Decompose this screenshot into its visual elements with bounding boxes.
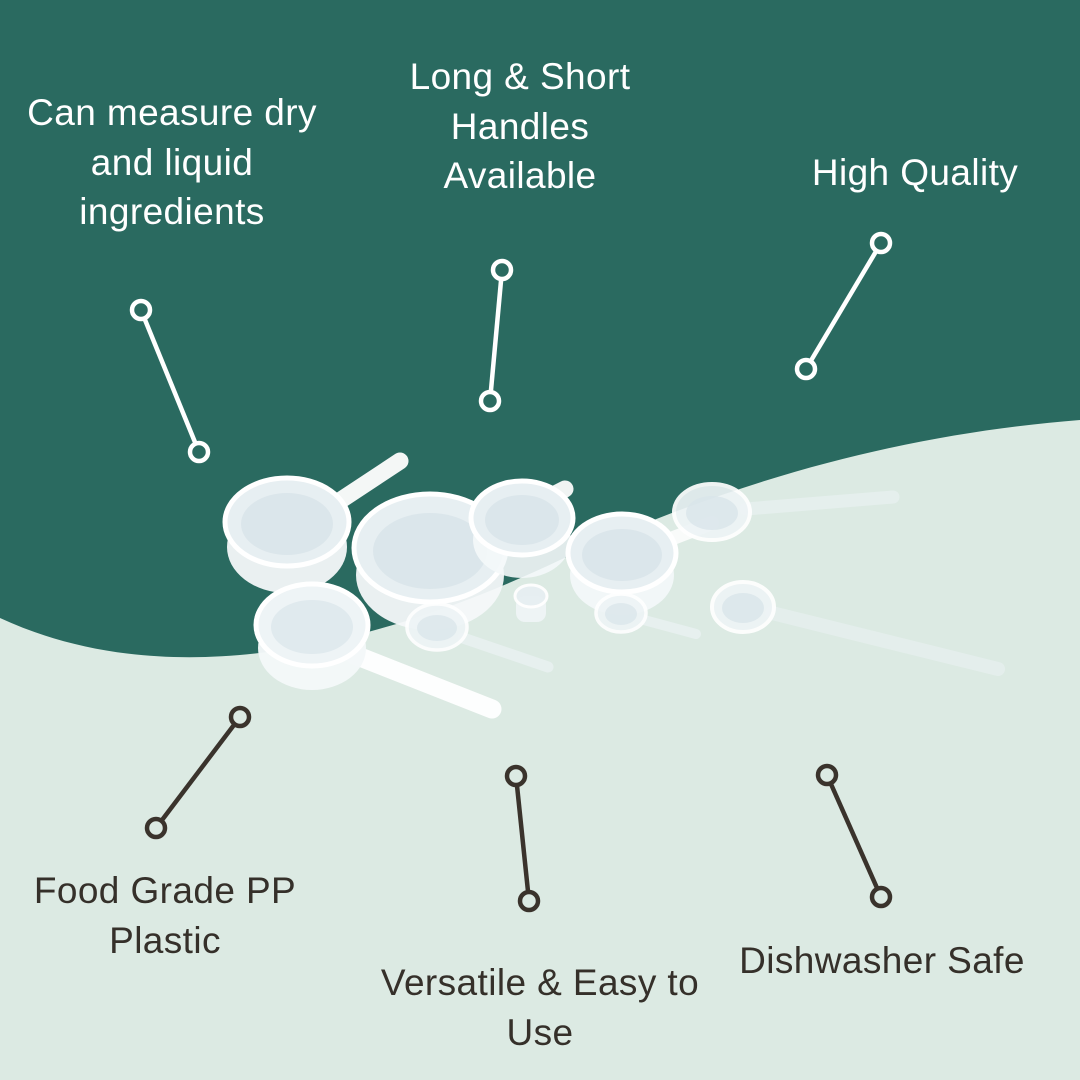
callout-label-versatile: Versatile & Easy to Use <box>380 962 700 1053</box>
connector-dot <box>869 231 893 255</box>
callout-label-high-quality: High Quality <box>811 152 1019 193</box>
connector-dot <box>228 705 252 729</box>
connector-dot <box>504 764 528 788</box>
callout-label-food-grade: Food Grade PP Plastic <box>33 870 297 961</box>
measuring-scoops-image <box>222 452 1005 719</box>
callout-label-handles: Long & Short Handles Available <box>409 56 631 197</box>
connector-dot <box>144 816 168 840</box>
mint-wave-background <box>0 420 1080 1080</box>
callout-label-dishwasher-safe: Dishwasher Safe <box>739 940 1025 981</box>
connector-dot <box>490 258 514 282</box>
connector-dot <box>478 389 502 413</box>
callout-line-bottom-left <box>144 705 252 840</box>
callout-line-top-center <box>478 258 514 413</box>
connector-dot <box>794 357 818 381</box>
callout-line-bottom-right <box>815 763 893 909</box>
callout-line-top-left <box>129 298 211 464</box>
connector-dot <box>869 885 893 909</box>
connector-dot <box>815 763 839 787</box>
callout-label-dry-and-liquid: Can measure dry and liquid ingredients <box>27 92 317 233</box>
callout-line-top-right <box>794 231 893 381</box>
connector-dot <box>517 889 541 913</box>
connector-dot <box>129 298 153 322</box>
connector-dot <box>187 440 211 464</box>
callout-line-bottom-center <box>504 764 541 913</box>
